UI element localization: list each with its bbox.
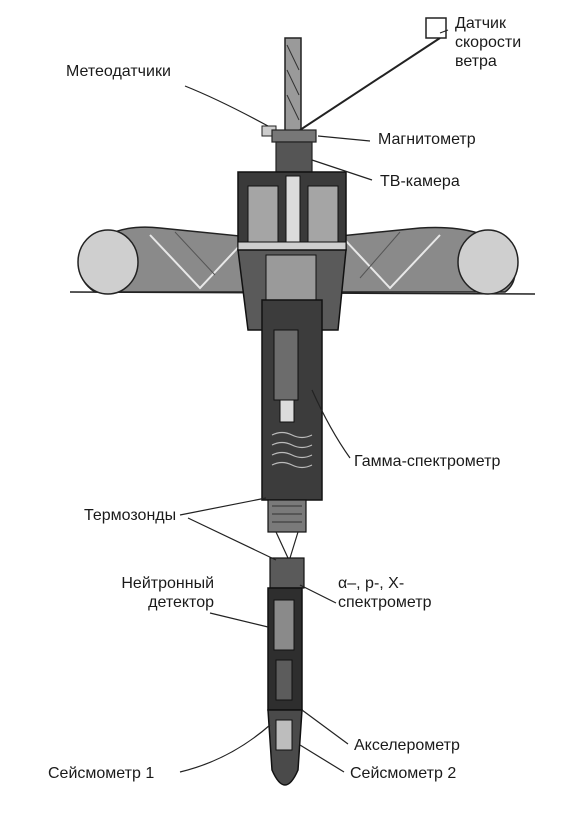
label-apx-spectrometer-line-2: спектрометр [338,594,432,611]
forebody-top [269,557,305,589]
label-apx-spectrometer-line-1: α–, р-, Х- [338,575,405,592]
thermoprobe-tether [275,531,299,559]
lower-collar [267,499,307,533]
label-apx-spectrometer: α–, р-, Х- спектрометр [338,574,431,612]
leader-magnetometer [317,135,371,142]
label-neutron-detector-line-1: Нейтронный [121,575,214,592]
label-wind-sensor-line-1: Датчик [455,15,506,32]
leader-seismo-2 [299,744,345,773]
label-wind-sensor-line-3: ветра [455,53,497,70]
meteo-block [271,129,317,143]
label-magnetometer: Магнитометр [378,131,476,148]
mast [284,37,302,139]
label-neutron-detector-line-2: детектор [148,594,214,611]
left-inflatable-wing [77,226,246,295]
leader-thermo-1 [179,497,267,516]
leader-tv-camera [311,159,373,181]
label-seismometer-1: Сейсмометр 1 [48,765,155,782]
label-wind-sensor-line-2: скорости [455,34,522,51]
leader-accelerometer [301,709,349,745]
label-gamma-spectrometer: Гамма-спектрометр [354,453,501,470]
label-neutron-detector: Нейтронный детектор [94,574,214,612]
wind-sensor-boom [299,37,441,131]
leader-lines [179,29,449,773]
wind-sensor-box [425,17,447,39]
right-inflatable-wing [339,226,519,295]
label-accelerometer: Акселерометр [354,737,460,754]
leader-apx [299,584,337,604]
leader-thermo-2 [187,517,277,561]
label-thermoprobes: Термозонды [84,507,177,524]
label-seismometer-2: Сейсмометр 2 [350,765,457,782]
leader-seismo-1 [179,724,271,773]
label-meteo-sensors: Метеодатчики [66,63,171,80]
tv-camera-block [275,141,313,173]
leader-neutron [209,612,269,628]
leader-gamma [311,389,351,459]
leader-meteo [184,85,269,127]
label-tv-camera: ТВ-камера [380,173,460,190]
label-wind-sensor: Датчик скорости ветра [455,14,521,71]
